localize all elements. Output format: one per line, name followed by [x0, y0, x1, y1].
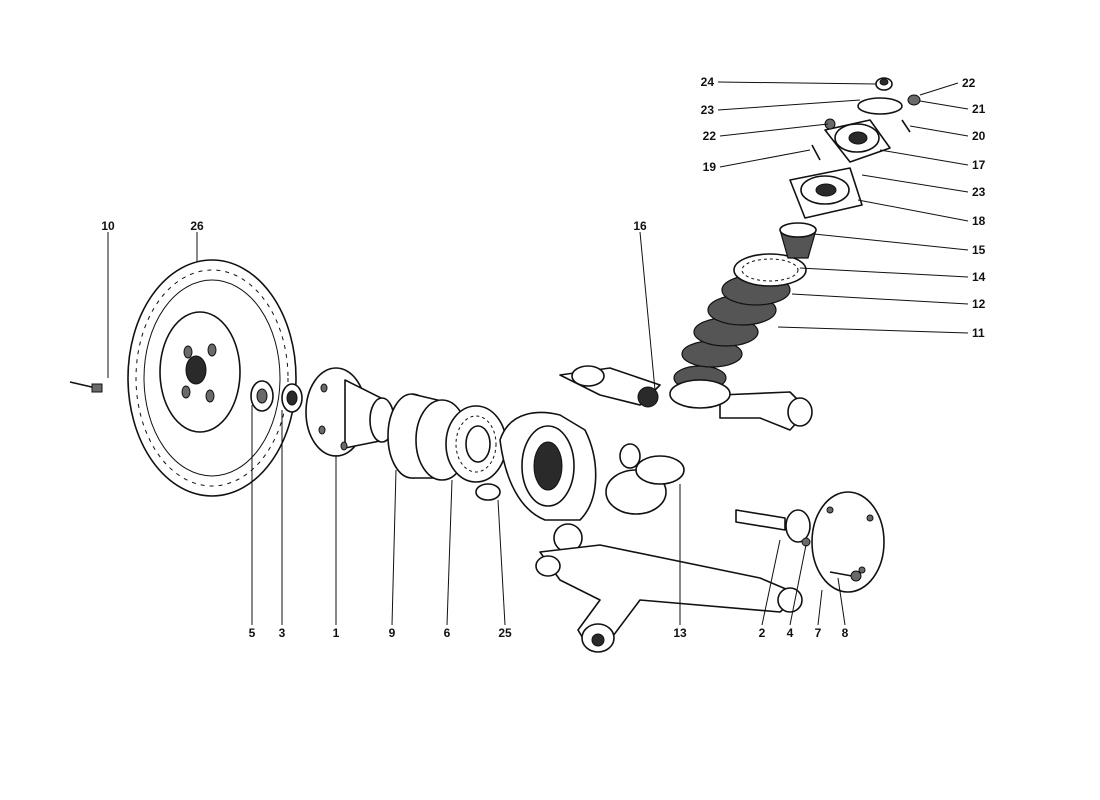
callout-20: 20 [972, 129, 986, 143]
callout-9: 9 [389, 626, 396, 640]
coil-spring [669, 274, 791, 409]
callout-12: 12 [972, 297, 986, 311]
wheel-hub [305, 367, 395, 457]
wheel-stud [69, 381, 103, 393]
callout-21: 21 [972, 102, 986, 116]
callout-labels: 1 2 3 4 5 6 7 8 9 10 11 12 13 14 15 16 1… [101, 75, 985, 640]
callout-24: 24 [701, 75, 715, 89]
callout-7: 7 [815, 626, 822, 640]
upper-wishbone [559, 365, 813, 431]
callout-3: 3 [279, 626, 286, 640]
leader-lines [107, 81, 969, 626]
callout-6: 6 [444, 626, 451, 640]
callout-2: 2 [759, 626, 766, 640]
callout-23-lower: 23 [972, 185, 986, 199]
callout-15: 15 [972, 243, 986, 257]
upper-spring-seat [733, 253, 807, 287]
callout-22-left: 22 [703, 129, 717, 143]
callout-26: 26 [190, 219, 204, 233]
callout-14: 14 [972, 270, 986, 284]
callout-23-upper: 23 [701, 103, 715, 117]
wheel-bearing [445, 405, 507, 483]
top-washer [857, 97, 903, 115]
cover-plate [811, 491, 885, 593]
callout-13: 13 [673, 626, 687, 640]
callout-18: 18 [972, 214, 986, 228]
lower-bump-stop [605, 443, 685, 515]
callout-4: 4 [787, 626, 794, 640]
top-nut [875, 77, 893, 91]
stub-axle [735, 509, 811, 547]
callout-25: 25 [498, 626, 512, 640]
steering-knuckle [475, 411, 597, 553]
callout-22-right: 22 [962, 76, 976, 90]
mount-bolts [811, 94, 921, 161]
callout-10: 10 [101, 219, 115, 233]
hub-nut [250, 380, 274, 412]
callout-16: 16 [633, 219, 647, 233]
thrust-washer [281, 383, 303, 413]
bump-rubber [779, 222, 817, 259]
cover-bolt [829, 570, 862, 582]
callout-5: 5 [249, 626, 256, 640]
top-mount [789, 119, 891, 219]
callout-11: 11 [972, 326, 985, 340]
lower-wishbone [535, 544, 803, 653]
callout-8: 8 [842, 626, 849, 640]
brake-disc [127, 259, 297, 497]
callout-19: 19 [703, 160, 717, 174]
callout-17: 17 [972, 158, 986, 172]
callout-1: 1 [333, 626, 340, 640]
